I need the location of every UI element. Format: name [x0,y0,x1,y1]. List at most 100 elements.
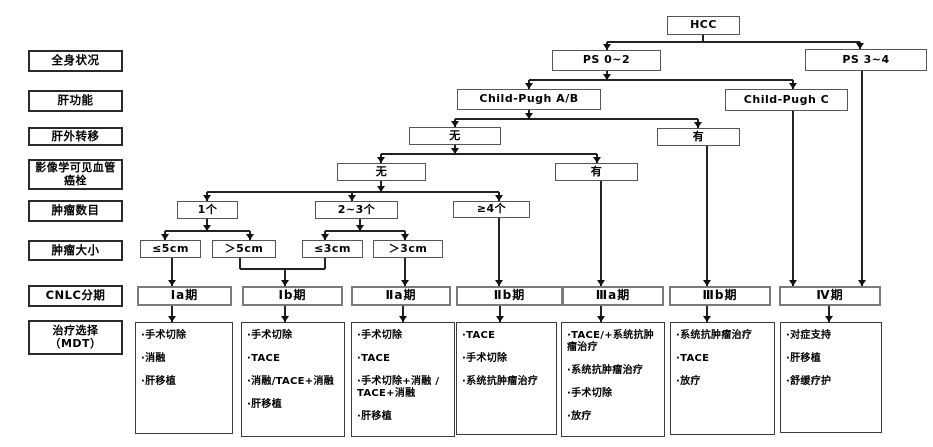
arrow-down-icon [168,280,176,286]
arrow-down-icon [597,280,605,286]
node-ps-0-2: PS 0~2 [552,50,661,71]
node-tumor-count-2-3: 2~3个 [315,201,398,219]
connector-line [284,306,286,322]
connector-line [207,191,499,193]
connector-line [171,306,173,322]
treatment-item: ·TACE/+系统抗肿瘤治疗 [567,330,655,353]
stage-box-2b: Ⅱb期 [456,286,563,306]
treatment-item: ·肝移植 [786,353,821,364]
treatment-item: ·手术切除 [567,388,613,399]
arrow-down-icon [348,195,356,201]
connector-line [239,258,241,269]
row-label-cnlc-stage: CNLC分期 [28,285,123,307]
node-extrahepatic-no: 无 [409,127,501,145]
node-child-pugh-c: Child-Pugh C [725,89,848,111]
connector-line [529,79,793,81]
connector-line [702,34,704,42]
arrow-down-icon [356,225,364,231]
arrow-down-icon [603,44,611,50]
treatment-box-3b: ·系统抗肿瘤治疗 ·TACE ·放疗 [670,322,775,435]
stage-box-4: Ⅳ期 [779,286,881,306]
stage-box-3b: Ⅲb期 [669,286,771,306]
arrow-down-icon [789,280,797,286]
treatment-item: ·肝移植 [357,411,392,422]
treatment-item: ·手术切除 [247,330,293,341]
treatment-box-1b: ·手术切除 ·TACE ·消融/TACE+消融 ·肝移植 [241,322,345,437]
arrow-down-icon [401,280,409,286]
row-label-liver-function: 肝功能 [28,90,123,112]
treatment-item: ·手术切除+消融 / TACE+消融 [357,376,440,399]
connector-line [455,118,698,120]
treatment-item: ·消融/TACE+消融 [247,376,335,387]
connector-line [792,111,794,286]
arrow-down-icon [603,74,611,80]
arrow-down-icon [525,83,533,89]
row-label-tumor-size: 肿瘤大小 [28,240,123,261]
arrow-down-icon [451,121,459,127]
arrow-down-icon [377,157,385,163]
treatment-box-2b: ·TACE·手术切除·系统抗肿瘤治疗 [456,322,557,435]
connector-line [404,258,406,286]
treatment-item: ·TACE [676,353,710,364]
row-label-general-condition: 全身状况 [28,50,123,72]
treatment-item: ·手术切除 [462,353,508,364]
treatment-item: ·对症支持 [786,330,832,341]
arrow-down-icon [246,234,254,240]
connector-line [325,230,405,232]
node-size-gt3cm: ＞3cm [373,240,443,258]
arrow-down-icon [161,234,169,240]
treatment-item: ·TACE [247,353,281,364]
node-ps-3-4: PS 3~4 [805,49,927,71]
node-tumor-count-1: 1个 [177,201,238,219]
treatment-item: ·放疗 [567,411,592,422]
arrow-down-icon [321,234,329,240]
arrow-down-icon [281,280,289,286]
treatment-item: ·消融 [141,353,166,364]
treatment-item: ·舒缓疗护 [786,376,832,387]
row-label-treatment-selection-mdt: 治疗选择（MDT） [28,320,123,355]
node-size-le3cm: ≤3cm [302,240,363,258]
connector-line [284,269,286,286]
row-label-extrahepatic-metastasis: 肝外转移 [28,127,123,146]
arrow-down-icon [525,113,533,119]
node-vascular-yes: 有 [555,163,638,181]
treatment-item: ·系统抗肿瘤治疗 [567,365,644,376]
treatment-item: ·TACE [357,353,391,364]
treatment-item: ·手术切除 [141,330,187,341]
arrow-down-icon [495,280,503,286]
arrow-down-icon [281,316,289,322]
arrow-down-icon [703,316,711,322]
treatment-item: ·系统抗肿瘤治疗 [676,330,753,341]
treatment-item: ·肝移植 [247,399,282,410]
arrow-down-icon [203,195,211,201]
node-hcc: HCC [667,16,740,35]
arrow-down-icon [496,316,504,322]
arrow-down-icon [597,316,605,322]
arrow-down-icon [858,280,866,286]
node-tumor-count-ge4: ≥4个 [453,201,530,218]
connector-line [600,181,602,286]
arrow-down-icon [593,157,601,163]
connector-line [402,306,404,322]
connector-line [499,306,501,322]
node-size-le5cm: ≤5cm [140,240,201,258]
arrow-down-icon [203,225,211,231]
connector-line [706,306,708,322]
treatment-item: ·肝移植 [141,376,176,387]
arrow-down-icon [451,148,459,154]
treatment-box-1a: ·手术切除 ·消融 ·肝移植 [135,322,233,434]
arrow-down-icon [789,83,797,89]
connector-line [240,268,325,270]
node-extrahepatic-yes: 有 [657,128,740,146]
node-child-pugh-ab: Child-Pugh A/B [457,89,601,110]
treatment-item: ·放疗 [676,376,701,387]
connector-line [381,153,597,155]
connector-line [324,258,326,269]
arrow-down-icon [399,316,407,322]
arrow-down-icon [694,122,702,128]
row-label-vascular-invasion: 影像学可见血管癌栓 [28,159,123,190]
treatment-item: ·手术切除 [357,330,403,341]
stage-box-1a: Ⅰa期 [137,286,232,306]
arrow-down-icon [703,280,711,286]
